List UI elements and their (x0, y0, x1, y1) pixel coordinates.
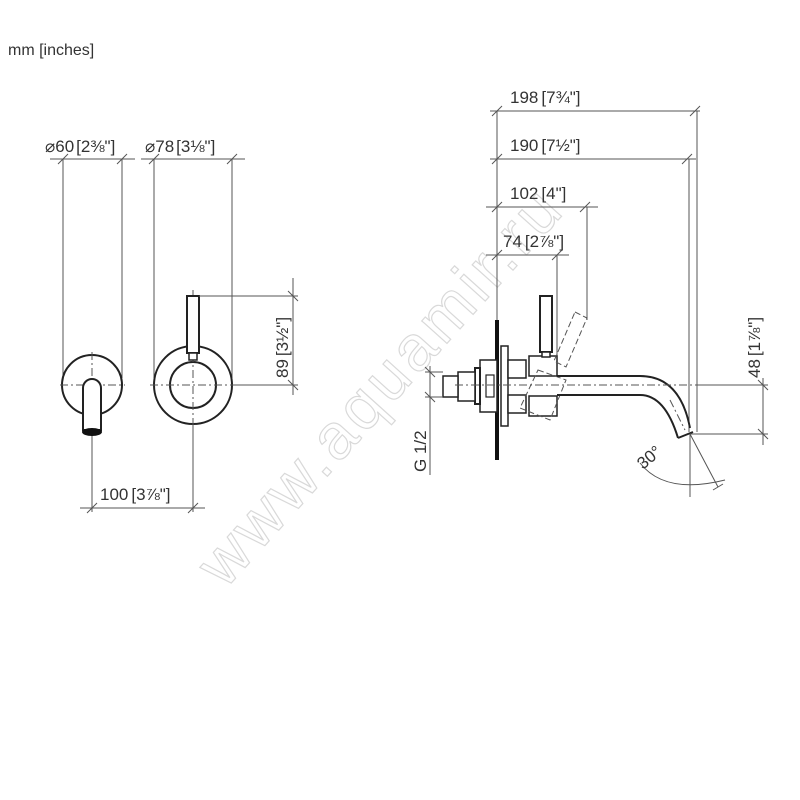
dim-48: 48[1⅞"] (745, 317, 764, 378)
dim-190: 190[7½"] (510, 136, 581, 155)
dim-198: 198[7¾"] (510, 88, 581, 107)
dim-dia-78: ⌀78[3⅛"] (145, 137, 215, 156)
side-view (424, 105, 770, 497)
handle-front-view (80, 153, 299, 514)
dim-30-deg: 30° (633, 442, 665, 473)
dim-102: 102[4"] (510, 184, 566, 203)
spout-front-view (50, 153, 135, 512)
dim-74: 74[2⅞"] (503, 232, 564, 251)
dim-89: 89[3½"] (273, 317, 292, 378)
units-label: mm [inches] (8, 42, 95, 59)
dim-dia-60: ⌀60[2⅜"] (45, 137, 115, 156)
dim-g-half: G 1/2 (411, 430, 430, 472)
dim-100: 100[3⅞"] (100, 485, 171, 504)
